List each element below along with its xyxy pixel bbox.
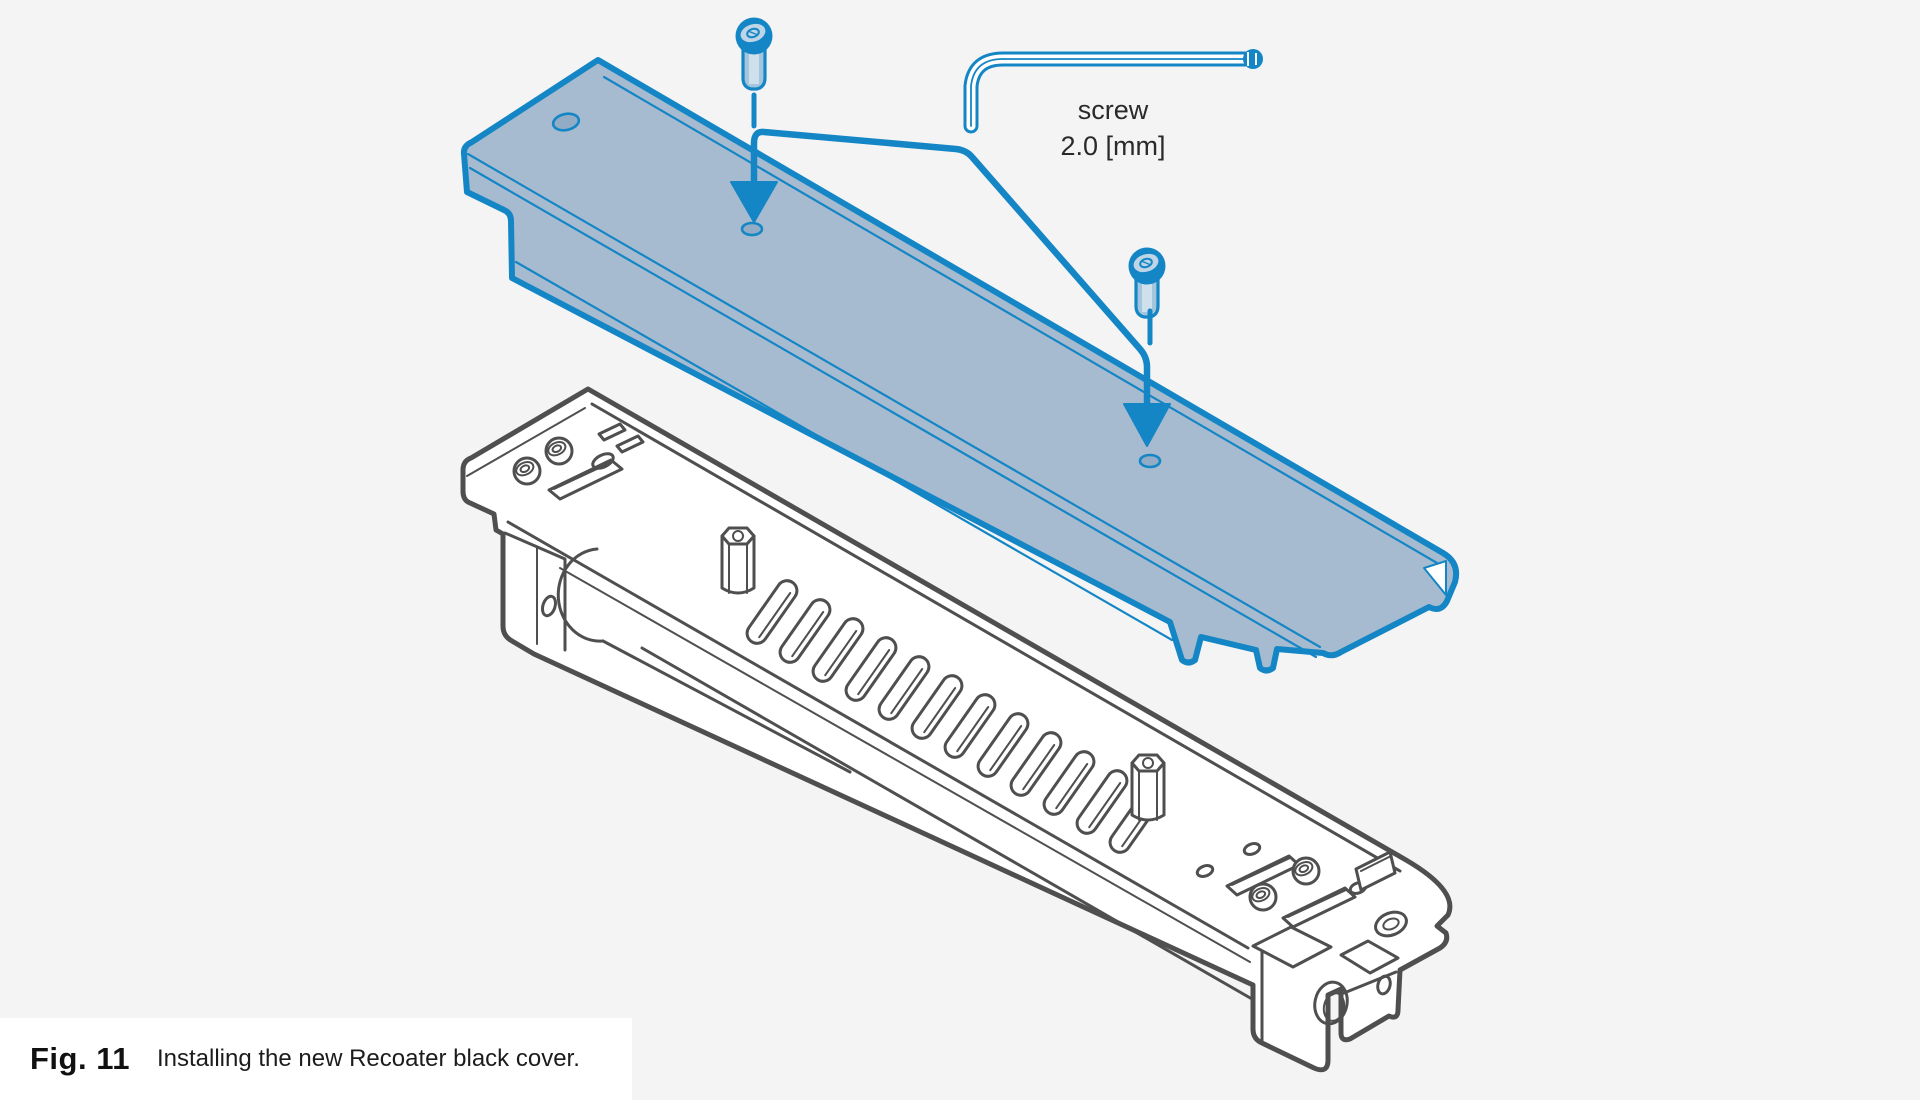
installed-screw (512, 456, 542, 486)
cover-hem-line (514, 260, 1174, 642)
installed-screw (1248, 882, 1278, 912)
screw-size-line1: screw (1077, 95, 1149, 125)
figure-caption: Fig. 11 Installing the new Recoater blac… (0, 1018, 632, 1100)
cover-front-fold-line (466, 152, 1322, 649)
left-cutout-a (597, 422, 627, 442)
screw-size-label: screw 2.0 [mm] (1028, 92, 1198, 164)
end-plate-counterbore-inner (1382, 917, 1400, 931)
body-apron-step-edge (640, 646, 1254, 1001)
recoater-body (460, 386, 1453, 1073)
right-hole-b (1242, 842, 1262, 856)
installed-screw (1291, 856, 1321, 886)
installed-socket-screws (512, 436, 1321, 912)
figure-number: Fig. 11 (30, 1041, 130, 1076)
right-foot-top-face (1251, 925, 1333, 969)
left-cutout-b (615, 434, 645, 454)
right-slot-b-inner (1287, 889, 1347, 918)
cover-front-fold-line-2 (468, 166, 1318, 659)
mounting-screw-right-icon (1128, 247, 1166, 319)
cover-back-bend-line (602, 75, 1439, 565)
left-oval-hole (591, 452, 615, 470)
arrowhead-right (1123, 403, 1171, 447)
hardware-callouts (730, 17, 1263, 447)
hex-standoff-front (720, 526, 756, 595)
body-plate-front-edge-inner (559, 567, 1251, 963)
left-leg-hole (541, 594, 557, 618)
right-slot-b (1281, 886, 1357, 929)
cover-screw-hole-2 (1138, 453, 1162, 469)
hex-standoff-rear (1130, 753, 1166, 822)
right-leg-top-face (1339, 939, 1400, 975)
hex-key-icon (963, 49, 1263, 134)
body-plate-front-edge (506, 520, 1250, 950)
recoater-black-cover (460, 57, 1460, 674)
right-angled-tab-line (1360, 855, 1392, 872)
body-backwall-edge (590, 402, 1402, 873)
leader-line (750, 128, 1151, 410)
cover-hole-left (551, 112, 581, 132)
arrowhead-left (730, 181, 778, 223)
figure-caption-text: Installing the new Recoater black cover. (156, 1045, 580, 1072)
cover-screw-hole-1 (740, 221, 764, 237)
mounting-screw-left-icon (735, 17, 773, 91)
end-plate-counterbore (1374, 910, 1408, 938)
right-foot-large-hole-rim (1322, 992, 1346, 1022)
right-angled-tab (1354, 850, 1397, 892)
right-slot-a-inner (1231, 857, 1291, 886)
left-flange-face-line (466, 407, 586, 477)
cover-silhouette (460, 57, 1460, 674)
roller-bottom-edge (601, 639, 852, 774)
cover-end-cavity (1423, 560, 1447, 596)
right-foot-large-hole (1313, 980, 1349, 1026)
right-hole-a (1195, 864, 1215, 878)
roller-end-cap (556, 547, 605, 643)
left-slot-outer (547, 458, 624, 501)
installed-screw (544, 436, 574, 466)
right-leg-hole (1376, 974, 1392, 996)
hex-key-ball-end (1243, 49, 1263, 69)
screw-size-line2: 2.0 [mm] (1060, 131, 1166, 161)
